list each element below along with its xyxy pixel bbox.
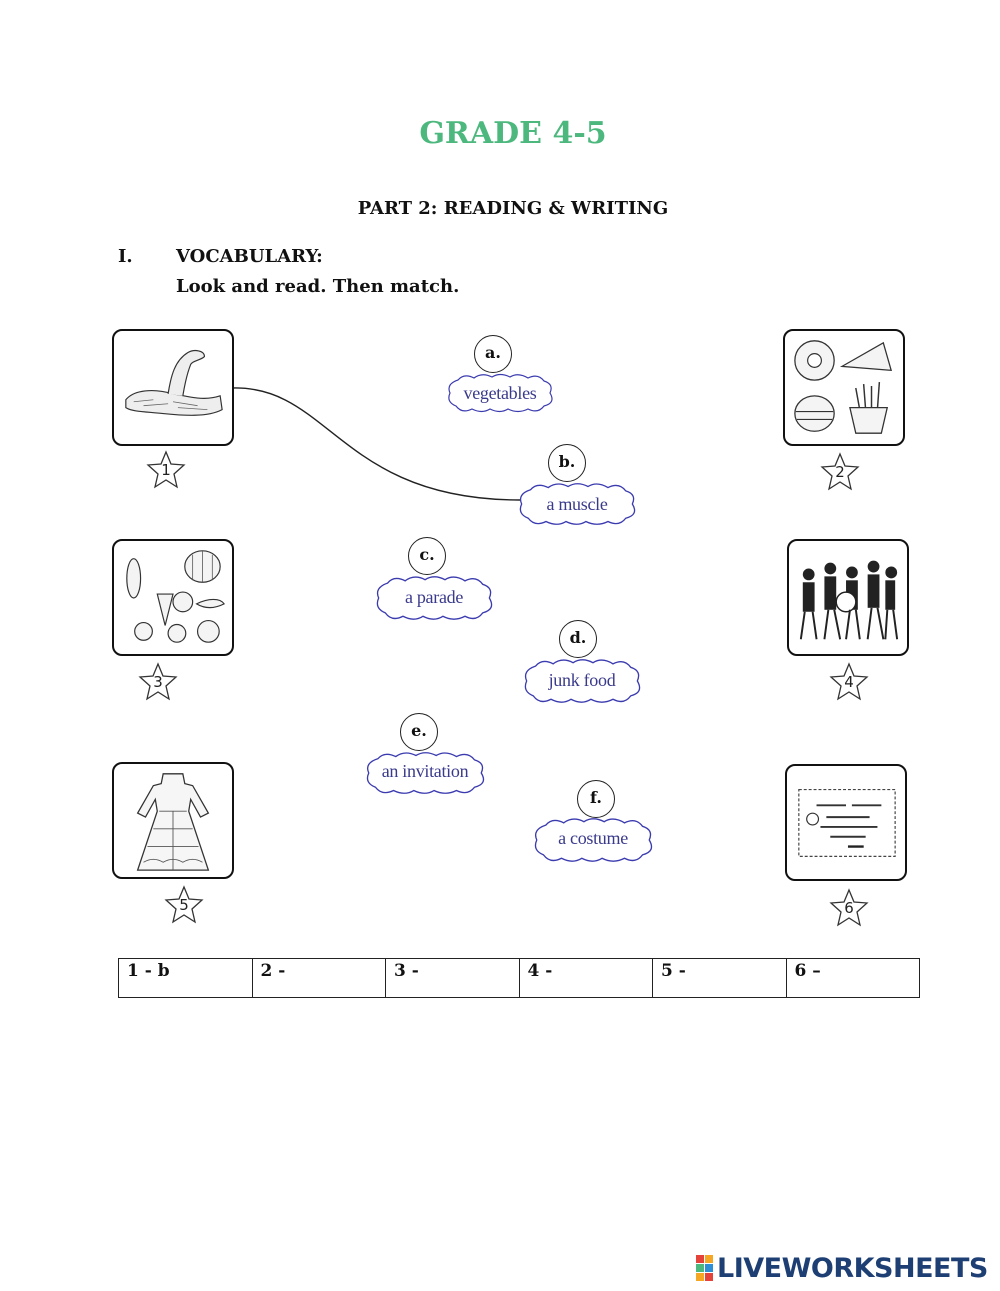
star-badge-2: 2	[820, 452, 860, 492]
junk-food-icon	[794, 340, 893, 434]
picture-5[interactable]	[112, 762, 234, 879]
word-option-b[interactable]: a muscle	[515, 481, 639, 527]
option-letter-b: b.	[548, 444, 586, 482]
answer-cell-4[interactable]: 4 -	[518, 958, 653, 998]
option-letter-c: c.	[408, 537, 446, 575]
section-title: VOCABULARY:	[176, 246, 323, 267]
answer-table: 1 - b 2 - 3 - 4 - 5 - 6 –	[118, 958, 920, 998]
word-option-c[interactable]: a parade	[372, 574, 496, 622]
invitation-card-icon	[798, 788, 896, 857]
star-badge-5: 5	[164, 885, 204, 925]
vegetables-icon	[126, 550, 225, 643]
word-text: a costume	[558, 828, 628, 848]
muscle-arm-icon	[125, 349, 223, 416]
picture-number: 4	[844, 673, 854, 691]
answer-cell-6[interactable]: 6 –	[785, 958, 920, 998]
costume-dress-icon	[136, 773, 210, 871]
word-option-e[interactable]: an invitation	[362, 750, 488, 796]
liveworksheets-logo[interactable]: LIVEWORKSHEETS	[696, 1251, 988, 1285]
star-badge-6: 6	[829, 888, 869, 928]
option-letter-f: f.	[577, 780, 615, 818]
picture-number: 2	[835, 463, 845, 481]
part-heading: PART 2: READING & WRITING	[357, 198, 669, 219]
picture-3[interactable]	[112, 539, 234, 656]
word-text: a parade	[404, 587, 464, 607]
picture-number: 3	[153, 673, 163, 691]
option-letter-a: a.	[474, 335, 512, 373]
parade-icon	[799, 560, 899, 640]
answer-row: 1 - b 2 - 3 - 4 - 5 - 6 –	[118, 958, 920, 998]
page-title: GRADE 4-5	[419, 116, 607, 151]
picture-number: 5	[179, 896, 189, 914]
star-badge-1: 1	[146, 450, 186, 490]
option-letter-e: e.	[400, 713, 438, 751]
word-text: a muscle	[546, 494, 608, 514]
answer-cell-2[interactable]: 2 -	[251, 958, 386, 998]
picture-4[interactable]	[787, 539, 909, 656]
picture-number: 6	[844, 899, 854, 917]
picture-1[interactable]	[112, 329, 234, 446]
answer-cell-1[interactable]: 1 - b	[118, 958, 253, 998]
picture-2[interactable]	[783, 329, 905, 446]
star-badge-4: 4	[829, 662, 869, 702]
word-option-a[interactable]: vegetables	[444, 372, 556, 414]
word-option-d[interactable]: junk food	[520, 657, 644, 705]
word-text: junk food	[548, 670, 616, 690]
option-letter-d: d.	[559, 620, 597, 658]
word-text: an invitation	[381, 761, 469, 781]
star-badge-3: 3	[138, 662, 178, 702]
answer-cell-3[interactable]: 3 -	[385, 958, 520, 998]
logo-blocks-icon	[696, 1255, 713, 1281]
logo-text: LIVEWORKSHEETS	[717, 1252, 988, 1284]
section-number: I.	[118, 246, 133, 267]
answer-cell-5[interactable]: 5 -	[652, 958, 787, 998]
picture-6[interactable]	[785, 764, 907, 881]
instruction-text: Look and read. Then match.	[176, 276, 460, 297]
word-option-f[interactable]: a costume	[530, 816, 656, 864]
word-text: vegetables	[463, 383, 537, 403]
picture-number: 1	[161, 461, 171, 479]
